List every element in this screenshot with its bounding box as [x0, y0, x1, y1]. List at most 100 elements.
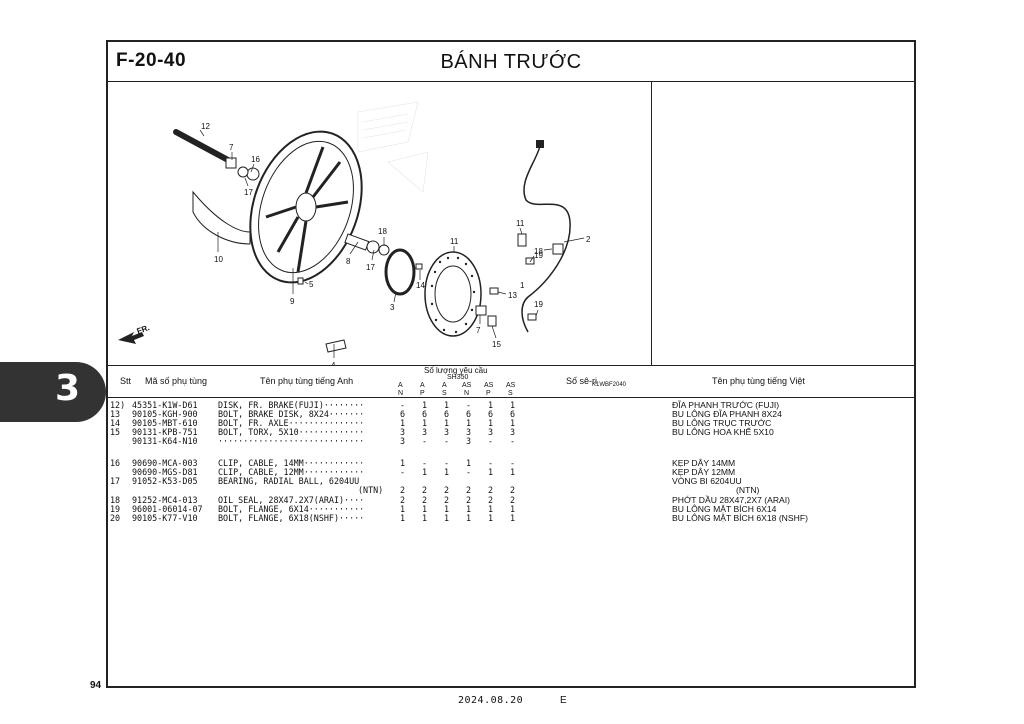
row-qty-5: 2: [488, 495, 494, 505]
row-qty-5: 1: [488, 467, 494, 477]
row-name-en: BOLT, BRAKE DISK, 8X24·······: [218, 409, 365, 419]
row-name-vi: BU LÔNG ĐĨA PHANH 8X24: [672, 409, 782, 419]
col-stt: Stt: [120, 376, 132, 386]
row-name-vi: VÒNG BI 6204UU: [672, 476, 742, 486]
exploded-diagram: 12 7 16 17 10 9 5 4 8 17 18 3 14 11 13 7…: [108, 82, 652, 388]
qty-col-1-bottom: N: [398, 390, 404, 397]
col-part-number: Mã số phụ tùng: [145, 376, 208, 386]
callout-17: 16: [251, 155, 260, 164]
row-qty-4: 2: [466, 485, 472, 495]
callout-1: 1: [520, 281, 525, 290]
row-qty-5: -: [488, 436, 494, 446]
row-qty-1: 2: [400, 495, 406, 505]
row-qty-4: 1: [466, 458, 472, 468]
row-name-en: BOLT, FLANGE, 6X14···········: [218, 504, 365, 514]
row-qty-4: -: [466, 400, 472, 410]
row-name-vi: KẸP DÂY 14MM: [672, 458, 736, 468]
row-name-en: CLIP, CABLE, 14MM············: [218, 458, 365, 468]
row-name-vi: KẸP DÂY 12MM: [672, 467, 736, 477]
callout-3: 3: [390, 303, 395, 312]
row-name-en: BEARING, RADIAL BALL, 6204UU: [218, 476, 360, 486]
row-stt: 14: [110, 418, 121, 428]
qty-col-4-bottom: N: [464, 390, 470, 397]
page-title: BÁNH TRƯỚC: [440, 51, 582, 73]
row-qty-1: -: [400, 467, 406, 477]
row-qty-4: 2: [466, 495, 472, 505]
row-stt: 13: [110, 409, 121, 419]
row-qty-5: 1: [488, 504, 494, 514]
col-name-en: Tên phụ tùng tiếng Anh: [260, 376, 354, 386]
row-name-vi: ĐĨA PHANH TRƯỚC (FUJI): [672, 400, 780, 410]
row-qty-2: -: [422, 458, 428, 468]
row-qty-1: 1: [400, 458, 406, 468]
row-qty-2: 1: [422, 504, 428, 514]
row-qty-5: 6: [488, 409, 494, 419]
wheel-diagram-svg: 12 7 16 17 10 9 5 4 8 17 18 3 14 11 13 7…: [118, 101, 591, 365]
row-part-number: 90105-KGH-900: [132, 409, 198, 419]
row-part-number: 90105-K77-V10: [132, 513, 198, 523]
callout-12: 11: [450, 237, 459, 246]
row-qty-1: 3: [400, 427, 406, 437]
row-qty-6: 6: [510, 409, 516, 419]
callout-6: 12: [201, 122, 210, 131]
brake-disk: [424, 251, 482, 337]
row-qty-3: -: [444, 436, 450, 446]
front-direction-marker: FR.: [118, 323, 151, 344]
qty-col-3-bottom: S: [442, 390, 447, 397]
qty-col-5-bottom: P: [486, 390, 491, 397]
row-qty-1: 2: [400, 485, 406, 495]
row-qty-1: 1: [400, 418, 406, 428]
row-qty-3: 1: [444, 504, 450, 514]
row-name-en: BOLT, FR. AXLE···············: [218, 418, 365, 428]
callout-9: 9: [290, 297, 295, 306]
row-qty-1: 1: [400, 504, 406, 514]
row-qty-6: -: [510, 436, 516, 446]
row-part-number: 45351-K1W-D61: [132, 400, 198, 410]
row-name-vi: BU LÔNG TRỤC TRƯỚC: [672, 418, 772, 428]
row-name-en: ·····························: [218, 436, 365, 446]
row-qty-6: 2: [510, 485, 516, 495]
row-name-vi: (NTN): [736, 485, 760, 495]
parts-table-header: Stt Mã số phụ tùng Tên phụ tùng tiếng An…: [108, 365, 914, 398]
row-qty-1: 3: [400, 436, 406, 446]
row-qty-3: 1: [444, 400, 450, 410]
row-name-en: OIL SEAL, 28X47.2X7(ARAI)····: [218, 495, 365, 505]
row-qty-4: 1: [466, 513, 472, 523]
row-qty-2: 6: [422, 409, 428, 419]
row-qty-3: 3: [444, 427, 450, 437]
qty-col-2-top: A: [420, 382, 425, 389]
row-qty-4: 1: [466, 418, 472, 428]
section-tab-number: 3: [54, 368, 80, 409]
row-qty-3: 2: [444, 485, 450, 495]
qty-col-1-top: A: [398, 382, 403, 389]
row-qty-4: 3: [466, 436, 472, 446]
row-stt: 16: [110, 458, 121, 468]
row-qty-3: -: [444, 458, 450, 468]
row-qty-5: 3: [488, 427, 494, 437]
row-part-number: 91052-K53-D05: [132, 476, 198, 486]
row-part-number: 91252-MC4-013: [132, 495, 198, 505]
callout-14: 15: [492, 340, 501, 349]
row-qty-4: 6: [466, 409, 472, 419]
row-qty-5: 1: [488, 400, 494, 410]
callout-15: 14: [416, 281, 425, 290]
sensor-connector: [536, 140, 544, 148]
bearing-left: [246, 167, 260, 181]
row-part-number: 90690-MGS-D81: [132, 467, 198, 477]
callout-13: 13: [508, 291, 517, 300]
row-qty-3: 1: [444, 467, 450, 477]
bracket: [325, 339, 347, 353]
speed-sensor-cable: [521, 145, 571, 333]
row-stt: 12): [110, 400, 126, 410]
row-stt: 17: [110, 476, 121, 486]
svg-text:FR.: FR.: [136, 323, 151, 336]
table-row: 90131-K64-N10···························…: [108, 436, 914, 446]
cable-clip: [552, 243, 564, 255]
row-qty-6: 1: [510, 504, 516, 514]
row-qty-2: -: [422, 436, 428, 446]
row-stt: 19: [110, 504, 121, 514]
